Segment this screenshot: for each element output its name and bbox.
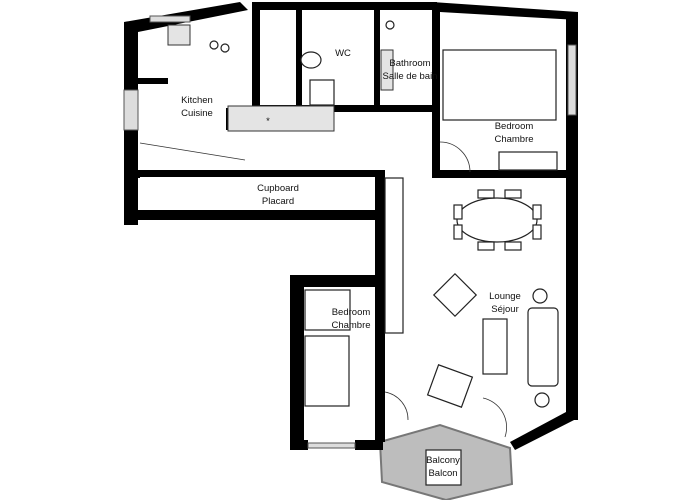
window (307, 442, 356, 449)
bathtub (380, 49, 394, 91)
window (123, 89, 139, 131)
balcony-table (425, 449, 462, 486)
bathroom-label-en: Bathroom (389, 58, 430, 69)
coffee-table (482, 318, 508, 375)
toilet (300, 51, 322, 69)
bed (304, 335, 350, 407)
kitchen-label-fr: Cuisine (181, 108, 213, 119)
cupboard-label-en: Cupboard (257, 183, 299, 194)
lounge-label-en: Lounge (489, 291, 521, 302)
bathroom-label-fr: Salle de bain (383, 71, 438, 82)
washbasin (385, 20, 395, 30)
dining-chairs (453, 189, 542, 251)
stove-icon (209, 40, 219, 50)
bedroom1-label-en: Bedroom (495, 121, 534, 132)
lounge-label-fr: Séjour (491, 304, 518, 315)
kitchen-label-en: Kitchen (181, 95, 213, 106)
shower (309, 79, 335, 106)
bedroom2-label-en: Bedroom (332, 307, 371, 318)
dining-table (456, 197, 538, 243)
closet (384, 177, 404, 334)
sofa (527, 307, 559, 387)
balcony-label-en: Balcony (426, 455, 460, 466)
window (149, 15, 191, 23)
stove-icon (220, 43, 230, 53)
side-table (534, 392, 550, 408)
window (567, 44, 577, 116)
cupboard-label-fr: Placard (262, 196, 294, 207)
side-table (532, 288, 548, 304)
kitchen-counter (227, 105, 335, 132)
bedroom2-label-fr: Chambre (331, 320, 370, 331)
armchair (426, 364, 474, 408)
kitchen-sink (167, 24, 191, 46)
snowflake-icon: * (266, 116, 270, 127)
armchair (432, 272, 478, 318)
bed (442, 49, 557, 121)
balcony-label-fr: Balcon (428, 468, 457, 479)
wardrobe (304, 289, 351, 331)
wardrobe (498, 151, 558, 171)
bedroom1-label-fr: Chambre (494, 134, 533, 145)
wc-label: WC (335, 48, 351, 59)
